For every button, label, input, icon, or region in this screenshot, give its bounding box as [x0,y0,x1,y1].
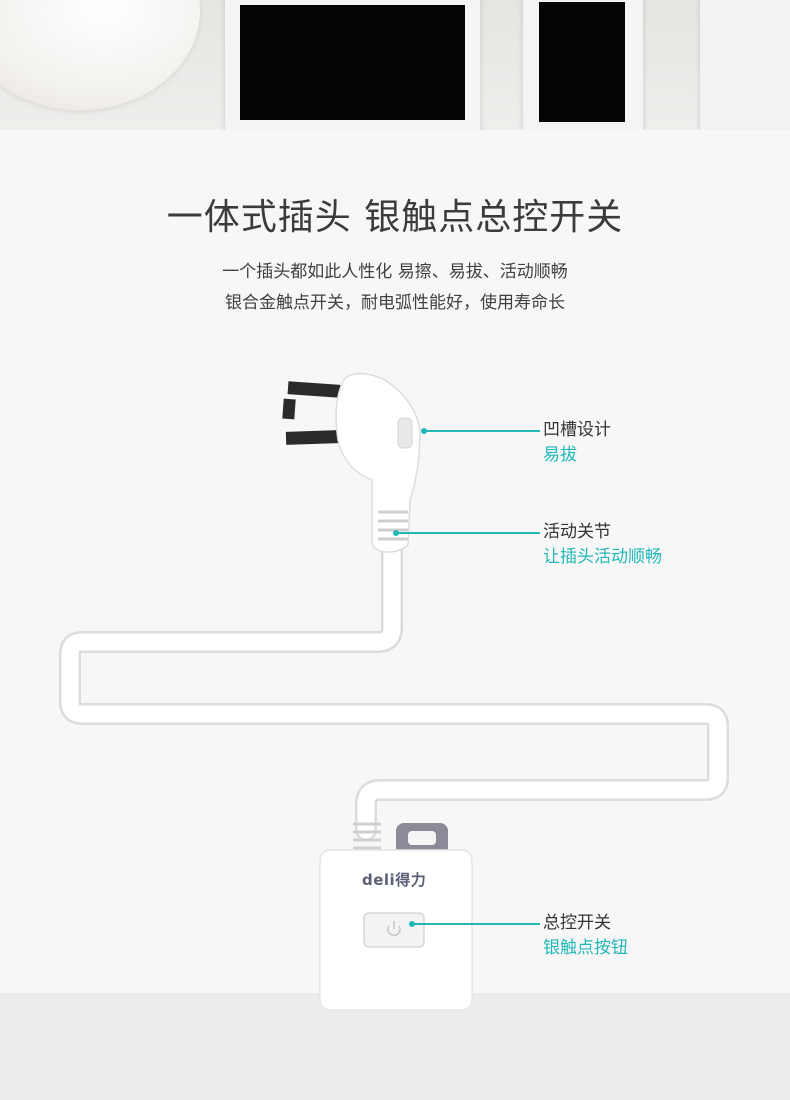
callout-title: 凹槽设计 [543,420,611,440]
subtitle-line-1: 一个插头都如此人性化 易擦、易拔、活动顺畅 [222,262,568,282]
plug-body [335,372,421,553]
phone-image [523,0,643,130]
power-icon [387,921,401,936]
plug-prongs [282,381,341,445]
page-title: 一体式插头 银触点总控开关 [166,197,624,238]
power-cable [59,534,729,841]
callout-master-switch: 总控开关 银触点按钮 [543,911,628,961]
callout-desc: 易拔 [543,445,577,465]
bottom-band [0,993,790,1100]
callout-lines [396,430,540,925]
callout-movable-joint: 活动关节 让插头活动顺畅 [543,520,662,570]
callout-desc: 让插头活动顺畅 [543,547,662,567]
cable-strain-relief [353,822,381,850]
callout-groove-design: 凹槽设计 易拔 [543,418,611,468]
callout-title: 总控开关 [543,913,611,933]
tablet-image [225,0,480,130]
callout-desc: 银触点按钮 [543,938,628,958]
brand-logo: deli得力 [362,871,427,889]
hero-photo [0,0,790,130]
subtitle-line-2: 银合金触点开关，耐电弧性能好，使用寿命长 [225,293,565,313]
device-image [700,0,790,130]
callout-title: 活动关节 [543,522,611,542]
